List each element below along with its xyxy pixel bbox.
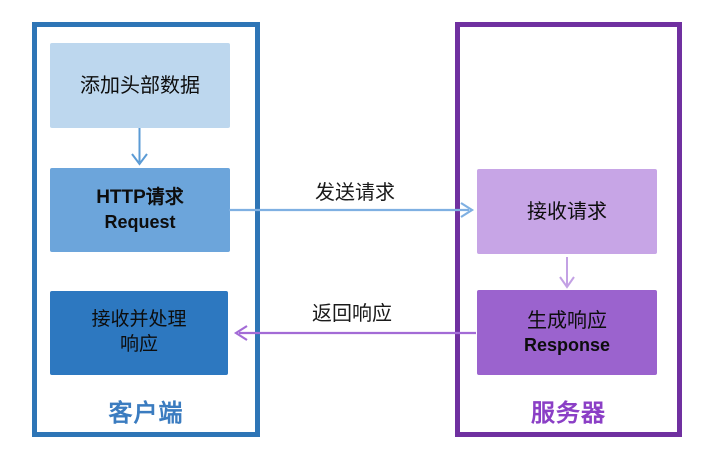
http-request-label: HTTP请求 <box>96 186 184 208</box>
http-request-box: HTTP请求 Request <box>50 168 230 252</box>
http-request-sublabel: Request <box>104 211 176 232</box>
generate-response-label: 生成响应 <box>527 309 607 332</box>
receive-request-label: 接收请求 <box>527 200 607 223</box>
arrow-return-response-icon <box>233 325 476 341</box>
server-zone-label: 服务器 <box>531 400 606 427</box>
add-header-box: 添加头部数据 <box>50 43 230 128</box>
send-request-arrow-label: 发送请求 <box>315 182 395 204</box>
receive-process-box: 接收并处理 响应 <box>50 291 228 375</box>
generate-response-box: 生成响应 Response <box>477 290 657 375</box>
arrow-send-request-icon <box>229 202 475 218</box>
return-response-arrow-label: 返回响应 <box>312 303 392 325</box>
receive-process-label-line1: 接收并处理 <box>91 309 187 331</box>
receive-process-label-line2: 响应 <box>119 334 158 355</box>
receive-request-box: 接收请求 <box>477 169 657 254</box>
generate-response-sublabel: Response <box>523 334 611 355</box>
add-header-label: 添加头部数据 <box>80 74 200 97</box>
server-container <box>455 22 682 437</box>
client-zone-label: 客户端 <box>108 400 184 427</box>
client-container <box>32 22 260 437</box>
